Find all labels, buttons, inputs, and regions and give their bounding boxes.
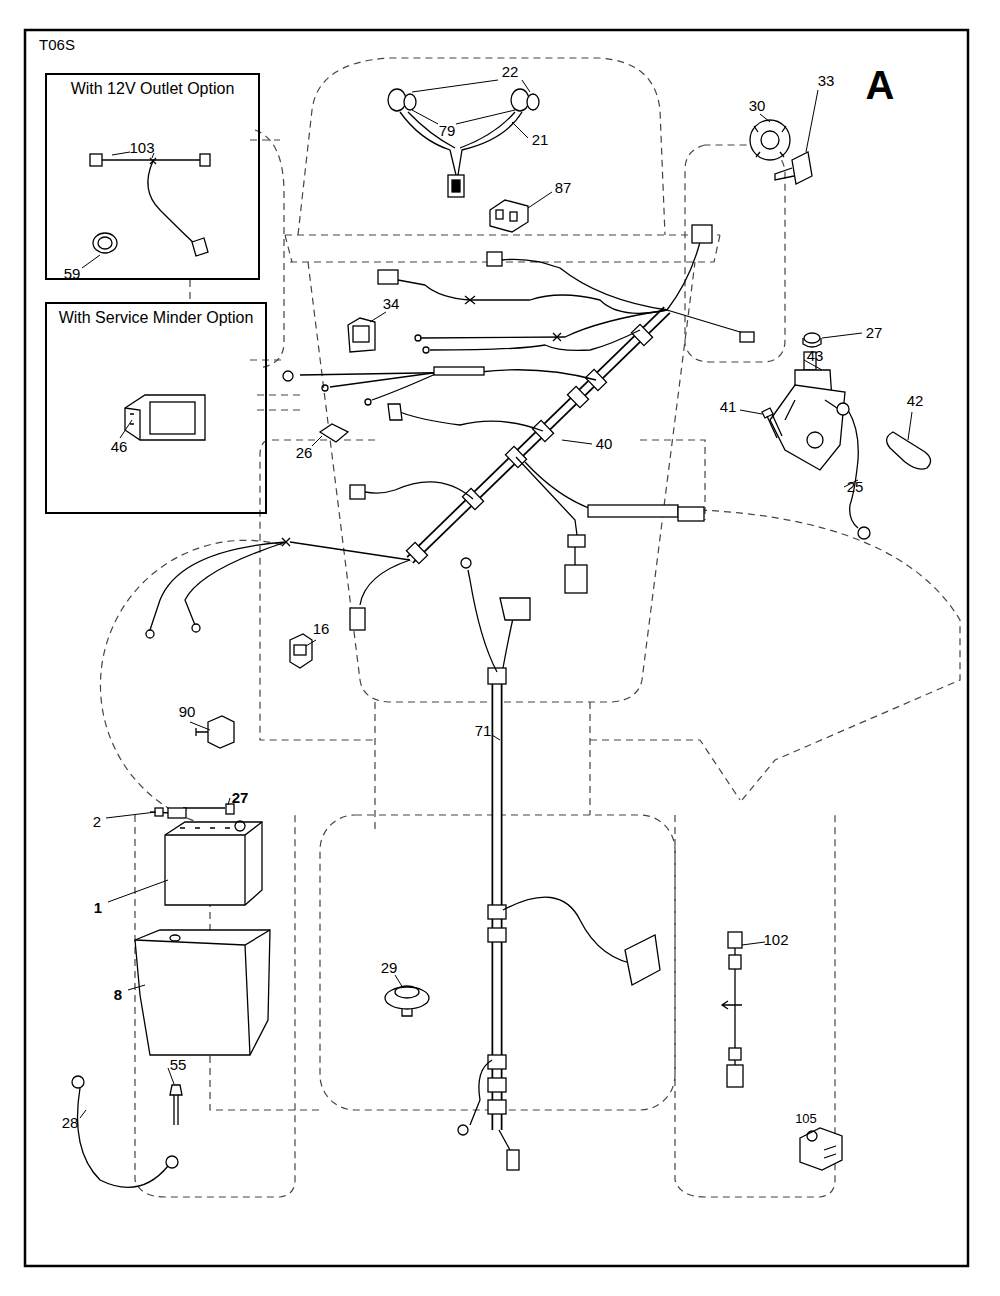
callout-number: 42 <box>907 393 924 410</box>
option-box: With Service Minder Option <box>45 302 267 514</box>
callout-number: 59 <box>64 266 81 283</box>
callout-number: 28 <box>62 1115 79 1132</box>
sheet-frame <box>25 30 968 1266</box>
box-heading: With 12V Outlet Option <box>47 75 258 98</box>
parts <box>72 89 931 1187</box>
diagram-code: T06S <box>39 37 75 54</box>
callout-number: 8 <box>114 987 122 1004</box>
box-heading: With Service Minder Option <box>47 304 265 327</box>
callout-number: 103 <box>129 140 154 157</box>
callout-number: 46 <box>111 439 128 456</box>
callout-number: 27 <box>232 790 249 807</box>
callout-number: 90 <box>179 704 196 721</box>
callout-number: 25 <box>847 479 864 496</box>
callout-number: 26 <box>296 445 313 462</box>
callout-number: 34 <box>383 296 400 313</box>
sheet-letter: A <box>866 63 895 107</box>
callout-number: 79 <box>439 123 456 140</box>
callout-number: 29 <box>381 960 398 977</box>
callout-number: 87 <box>555 180 572 197</box>
callout-number: 22 <box>502 64 519 81</box>
leader-lines <box>80 80 912 1118</box>
tractor-outline <box>100 58 960 1197</box>
callout-number: 102 <box>763 932 788 949</box>
callout-number: 105 <box>795 1112 817 1126</box>
callout-number: 40 <box>596 436 613 453</box>
option-box: With 12V Outlet Option <box>45 73 260 280</box>
callout-number: 41 <box>720 399 737 416</box>
callout-number: 33 <box>818 73 835 90</box>
callout-number: 21 <box>532 132 549 149</box>
callout-number: 55 <box>170 1057 187 1074</box>
callout-number: 27 <box>866 325 883 342</box>
callout-number: 16 <box>313 621 330 638</box>
callout-number: 71 <box>475 723 492 740</box>
callout-number: 1 <box>94 900 102 917</box>
callout-number: 30 <box>749 98 766 115</box>
callout-number: 43 <box>807 348 824 365</box>
callout-number: 2 <box>93 814 101 831</box>
